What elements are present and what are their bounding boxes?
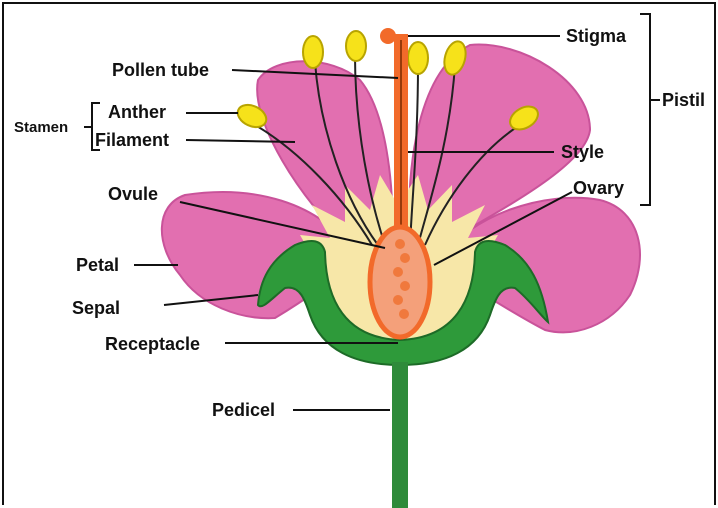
label-pedicel: Pedicel bbox=[212, 400, 275, 420]
label-anther: Anther bbox=[108, 102, 166, 122]
label-pistil: Pistil bbox=[662, 90, 705, 110]
label-filament: Filament bbox=[95, 130, 169, 150]
label-receptacle: Receptacle bbox=[105, 334, 200, 354]
label-stamen: Stamen bbox=[14, 119, 68, 136]
ovule-6 bbox=[399, 309, 409, 319]
label-petal: Petal bbox=[76, 255, 119, 275]
ovule-5 bbox=[393, 295, 403, 305]
label-sepal: Sepal bbox=[72, 298, 120, 318]
anther-2 bbox=[346, 31, 366, 61]
anther-4 bbox=[408, 42, 428, 74]
anther-1 bbox=[303, 36, 323, 68]
label-ovule: Ovule bbox=[108, 184, 158, 204]
ovule-4 bbox=[400, 281, 410, 291]
stigma bbox=[380, 28, 396, 44]
ovule-3 bbox=[393, 267, 403, 277]
label-pollen-tube: Pollen tube bbox=[112, 60, 209, 80]
label-ovary: Ovary bbox=[573, 178, 624, 198]
ovule-1 bbox=[395, 239, 405, 249]
ovule-2 bbox=[400, 253, 410, 263]
label-stigma: Stigma bbox=[566, 26, 627, 46]
pedicel-stem bbox=[392, 362, 408, 508]
label-style: Style bbox=[561, 142, 604, 162]
